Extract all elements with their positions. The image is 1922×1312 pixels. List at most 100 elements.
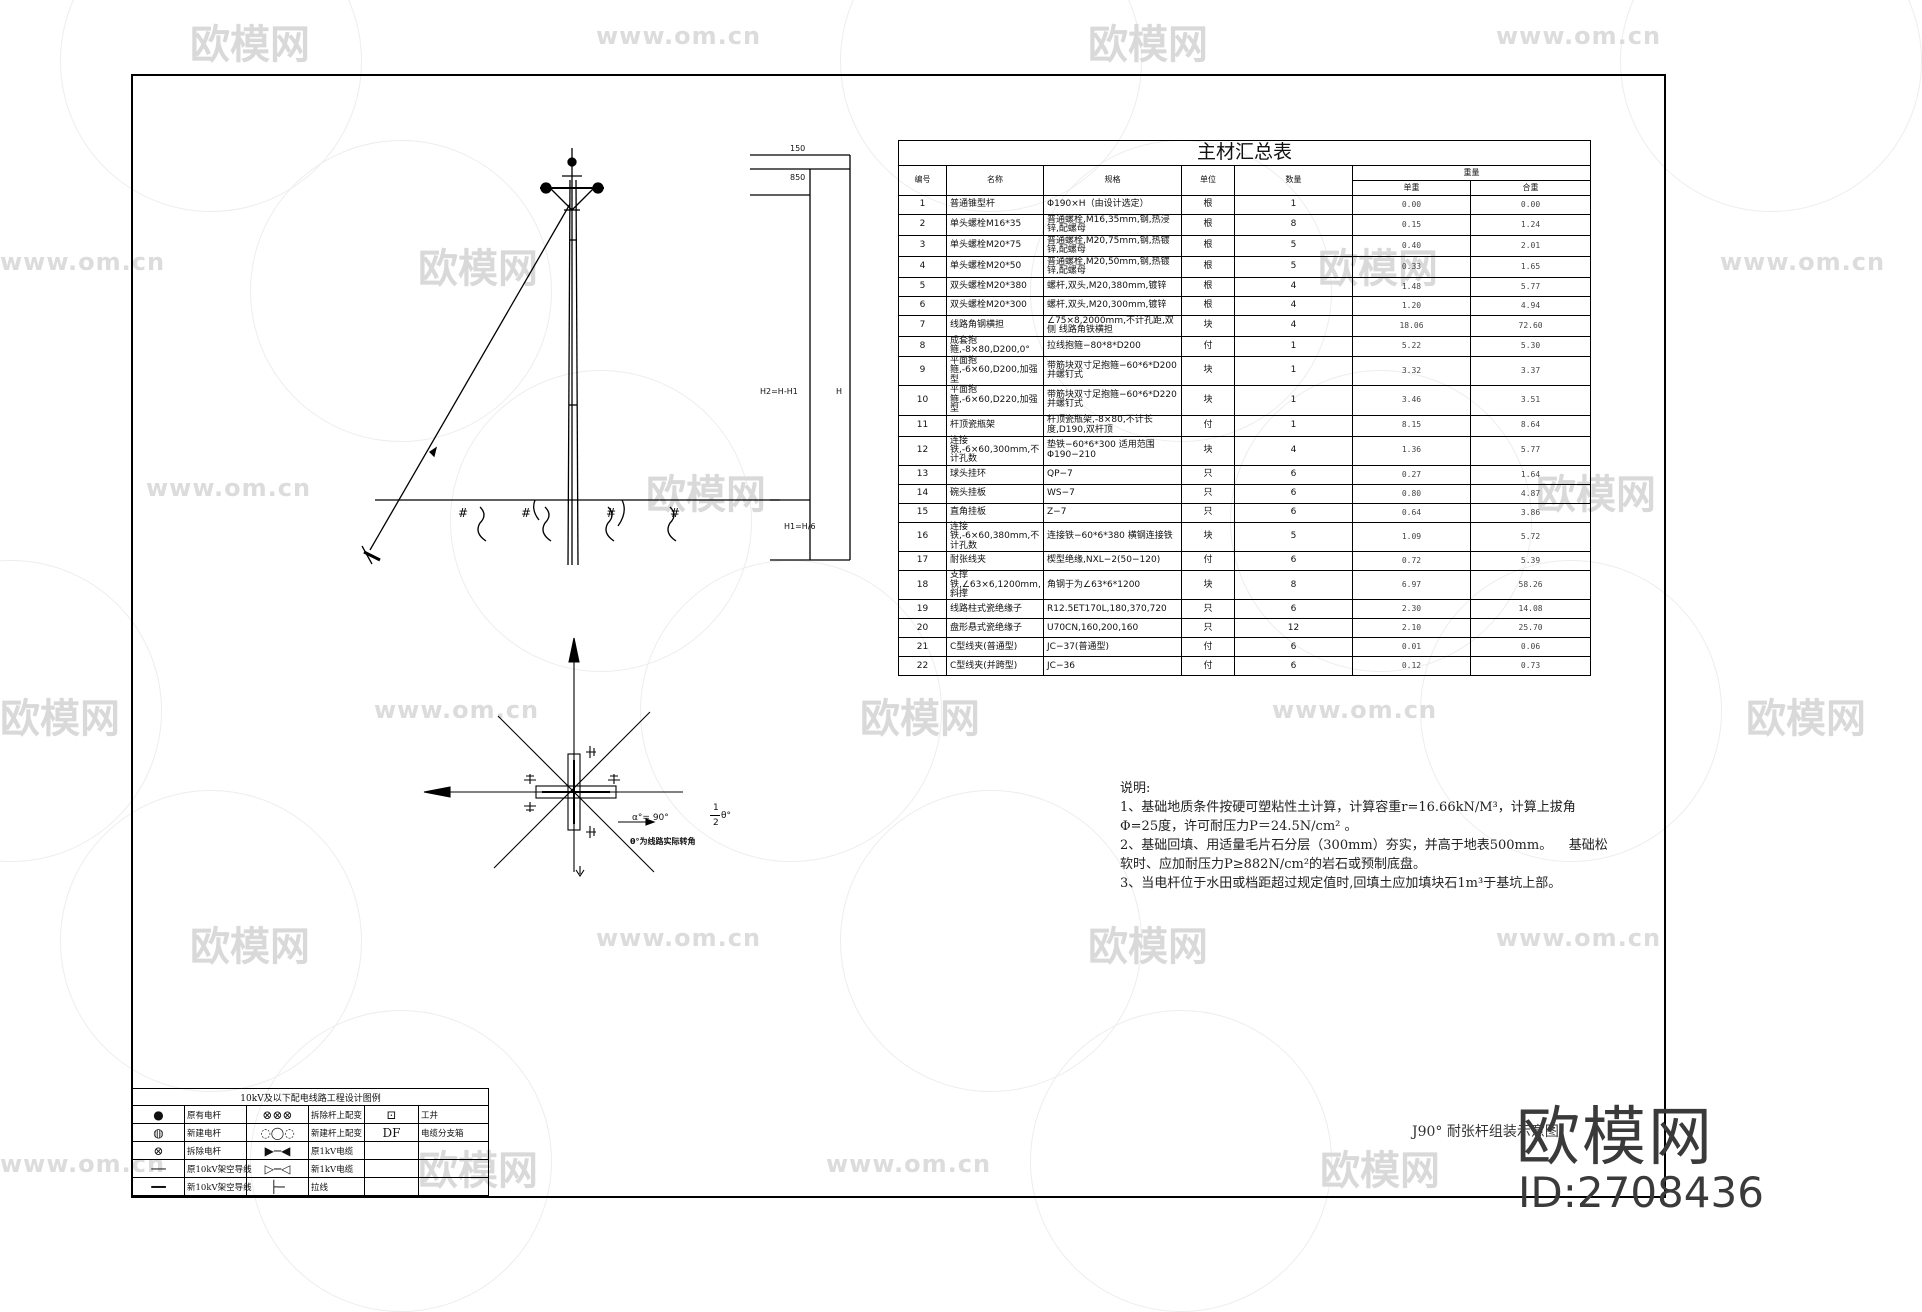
cell-spec: Φ190×H（由设计选定）: [1043, 195, 1182, 215]
legend-label: 原1kV电缆: [308, 1141, 365, 1160]
cell-unit: 根: [1181, 256, 1235, 278]
cell-unit-weight: 2.30: [1352, 599, 1471, 620]
cell-name: C型线夹(普通型): [946, 637, 1044, 658]
drawing-title: J90° 耐张杆组装示意图: [1412, 1124, 1559, 1140]
cell-name: 连接铁,-6×60,380mm,不计孔数: [946, 521, 1044, 553]
cell-unit-weight: 2.10: [1352, 618, 1471, 639]
col-header-unit: 单位: [1181, 165, 1235, 196]
cell-no: 13: [898, 464, 947, 485]
svg-text:#: #: [458, 506, 468, 520]
cell-spec: JC−37(普通型): [1043, 637, 1182, 658]
cell-unit-weight: 3.32: [1352, 355, 1471, 387]
cell-unit-weight: 6.97: [1352, 570, 1471, 601]
brand-logo-text: 欧模网: [1516, 1101, 1714, 1175]
cell-unit: 付: [1181, 336, 1235, 357]
cell-total-weight: 58.26: [1469, 570, 1592, 601]
cell-qty: 4: [1234, 435, 1353, 466]
legend-label: 原有电杆: [184, 1105, 247, 1124]
cell-spec: 拉线抱箍−80*8*D200: [1043, 336, 1182, 357]
cell-name: 双头螺栓M20*380: [946, 277, 1044, 297]
cell-unit: 块: [1181, 435, 1235, 466]
cell-unit-weight: 1.48: [1352, 277, 1471, 297]
cell-no: 14: [898, 483, 947, 504]
table-title: 主材汇总表: [897, 140, 1592, 166]
drawing-frame: [131, 74, 1666, 1198]
cell-no: 10: [898, 385, 947, 416]
svg-text:#: #: [606, 506, 616, 520]
cell-unit: 只: [1181, 599, 1235, 620]
cell-unit-weight: 0.72: [1352, 551, 1471, 572]
cell-qty: 6: [1234, 637, 1353, 658]
cell-qty: 6: [1234, 502, 1353, 523]
legend-label: 拆除杆上配变: [308, 1105, 365, 1124]
cell-total-weight: 5.77: [1469, 277, 1592, 297]
cell-name: 耐张线夹: [946, 551, 1044, 572]
cell-total-weight: 1.65: [1469, 256, 1592, 278]
cell-name: 支撑铁,∠63×6,1200mm,斜撑: [946, 570, 1044, 601]
cell-unit: 只: [1181, 618, 1235, 639]
legend-label: [418, 1159, 489, 1178]
legend-label: 新1kV电缆: [308, 1159, 365, 1178]
cell-qty: 5: [1234, 521, 1353, 553]
notes-line: 2、基础回填、用适量毛片石分层（300mm）夯实，并高于地表500mm。 基础松: [1120, 838, 1608, 853]
cell-total-weight: 0.06: [1469, 637, 1592, 658]
cell-name: 单头螺栓M20*50: [946, 256, 1044, 278]
cell-no: 17: [898, 551, 947, 572]
dim-h-label: H: [836, 387, 843, 396]
cell-spec: 螺杆,双头,M20,300mm,镀锌: [1043, 296, 1182, 316]
cell-no: 1: [898, 195, 947, 215]
legend-row: ━━新10kV架空导线├─拉线: [132, 1177, 489, 1196]
cell-name: 双头螺栓M20*300: [946, 296, 1044, 316]
cell-name: 线路角钢横担: [946, 315, 1044, 337]
cell-unit-weight: 1.09: [1352, 521, 1471, 553]
legend-symbol: ──: [132, 1159, 185, 1178]
cell-spec: 普通螺栓,M20,50mm,钢,热镀锌,配螺母: [1043, 256, 1182, 278]
legend-label: 拆除电杆: [184, 1141, 247, 1160]
cell-spec: Z−7: [1043, 502, 1182, 523]
svg-text:#: #: [521, 506, 531, 520]
col-header-total-weight: 合重: [1469, 180, 1592, 196]
legend-symbol: ⊡: [364, 1105, 419, 1124]
cell-total-weight: 25.70: [1469, 618, 1592, 639]
cell-unit-weight: 3.46: [1352, 385, 1471, 416]
cell-qty: 12: [1234, 618, 1353, 639]
watermark-brand: 欧模网: [1746, 696, 1866, 742]
cell-name: 单头螺栓M16*35: [946, 214, 1044, 236]
cell-no: 20: [898, 618, 947, 639]
notes-line: 3、当电杆位于水田或档距超过规定值时,回填土应加填块石1m³于基坑上部。: [1120, 876, 1562, 891]
cell-spec: 楔型绝缘,NXL−2(50−120): [1043, 551, 1182, 572]
cell-qty: 6: [1234, 599, 1353, 620]
cell-qty: 1: [1234, 414, 1353, 437]
cell-no: 9: [898, 355, 947, 387]
col-header-no: 编号: [898, 165, 947, 196]
cell-total-weight: 4.87: [1469, 483, 1592, 504]
watermark-brand: 欧模网: [190, 22, 310, 68]
cell-no: 5: [898, 277, 947, 297]
cell-total-weight: 5.72: [1469, 521, 1592, 553]
cell-qty: 4: [1234, 277, 1353, 297]
svg-text:#: #: [670, 506, 680, 520]
cell-qty: 6: [1234, 656, 1353, 677]
fraction-numerator: 1: [713, 803, 719, 813]
cell-qty: 8: [1234, 214, 1353, 236]
cell-qty: 6: [1234, 464, 1353, 485]
col-header-weight: 重量: [1351, 165, 1592, 181]
cell-unit: 付: [1181, 656, 1235, 677]
cell-unit: 付: [1181, 551, 1235, 572]
cell-unit-weight: 0.27: [1352, 464, 1471, 485]
cell-no: 8: [898, 336, 947, 357]
legend-symbol: ◍: [132, 1123, 185, 1142]
legend-symbol: [364, 1141, 419, 1160]
fraction-bar: [710, 815, 720, 816]
cell-unit-weight: 1.20: [1352, 296, 1471, 316]
pole-elevation-drawing: # # # #: [361, 148, 851, 566]
watermark-url: www.om.cn: [1496, 22, 1662, 50]
cell-name: 平面抱箍,-6×60,D220,加强型: [946, 385, 1044, 416]
legend-label: 拉线: [308, 1177, 365, 1196]
legend-table: 10kV及以下配电线路工程设计图例 ●原有电杆⊗⊗⊗拆除杆上配变⊡工井◍新建电杆…: [132, 1088, 489, 1196]
legend-symbol: ⊗⊗⊗: [246, 1105, 309, 1124]
design-notes: 说明: 1、基础地质条件按硬可塑粘性土计算，计算容重r=16.66kN/M³，计…: [1120, 779, 1640, 893]
cell-unit: 根: [1181, 214, 1235, 236]
